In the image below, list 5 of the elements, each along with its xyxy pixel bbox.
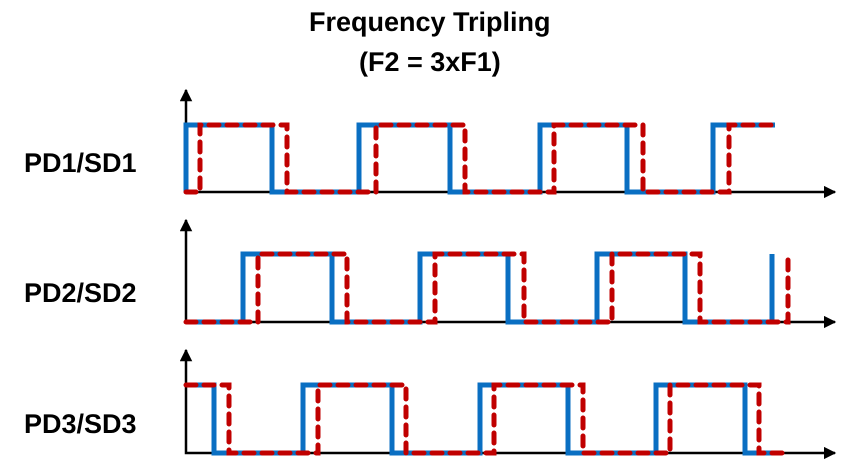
- diagram-subtitle: (F2 = 3xF1): [359, 46, 501, 78]
- diagram-title: Frequency Tripling: [309, 6, 551, 38]
- signal-label: PD2/SD2: [24, 277, 137, 309]
- signal-label: PD1/SD1: [24, 147, 137, 179]
- signal-label: PD3/SD3: [24, 408, 137, 440]
